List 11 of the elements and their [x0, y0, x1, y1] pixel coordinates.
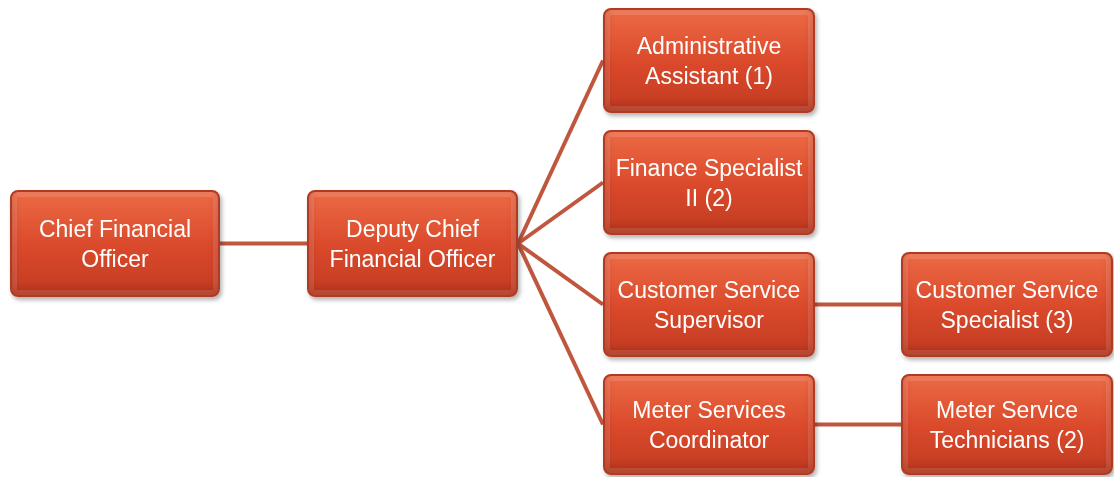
position-box: Meter Service Technicians (2)	[901, 374, 1113, 475]
connector-line	[815, 422, 901, 427]
position-box: Finance Specialist II (2)	[603, 130, 815, 235]
connector-line	[815, 302, 901, 307]
position-box: Chief Financial Officer	[10, 190, 220, 297]
position-box: Meter Services Coordinator	[603, 374, 815, 475]
position-box: Deputy Chief Financial Officer	[307, 190, 518, 297]
connector-line	[220, 241, 307, 246]
position-box: Customer Service Supervisor	[603, 252, 815, 357]
position-box: Administrative Assistant (1)	[603, 8, 815, 113]
position-box: Customer Service Specialist (3)	[901, 252, 1113, 357]
